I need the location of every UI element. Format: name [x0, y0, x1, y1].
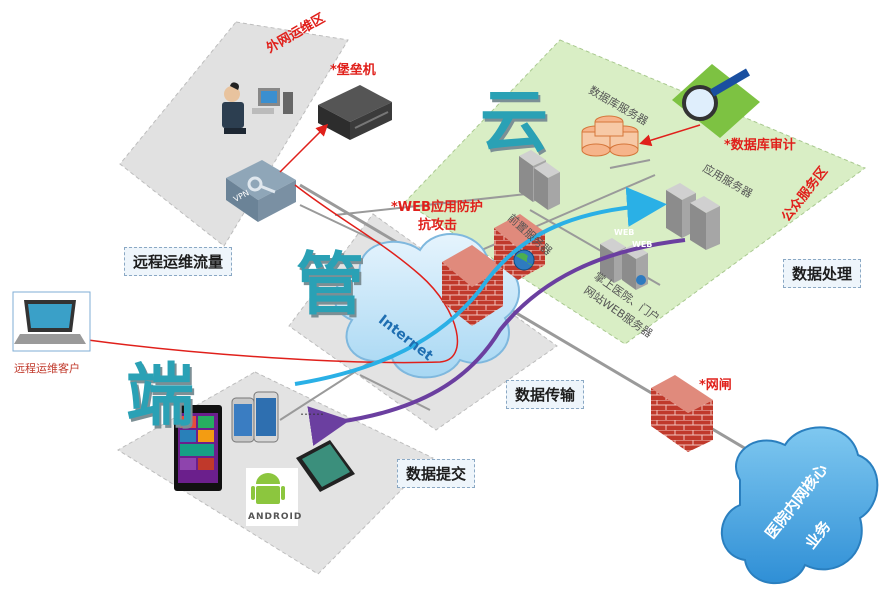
pipe-character: 管	[296, 246, 365, 325]
data-submit-callout: 数据提交	[397, 459, 476, 488]
waf-label-line2: 抗攻击	[418, 218, 458, 233]
front-server-icon	[519, 150, 560, 210]
more-devices-ellipsis: ……	[300, 404, 324, 418]
db-audit-label: *数据库审计	[724, 138, 796, 153]
remote-ops-flow-line	[87, 184, 459, 364]
gatekeeper-firewall-icon	[651, 375, 713, 452]
cloud-character: 云	[480, 83, 549, 162]
vpn-device-icon	[226, 160, 296, 222]
data-transfer-callout: 数据传输	[506, 380, 585, 409]
remote-client-laptop-icon	[12, 291, 91, 352]
windows-phone-icon	[174, 405, 222, 491]
core-network-cloud	[720, 426, 879, 585]
backbone-line	[334, 191, 546, 216]
data-processing-callout: 数据处理	[783, 259, 862, 288]
audit-arrow	[639, 124, 701, 147]
waf-label-line1: *WEB应用防护	[391, 200, 483, 215]
db-audit-magnifier-icon	[672, 64, 760, 138]
remote-ops-traffic-callout: 远程运维流量	[124, 247, 233, 276]
iphone-icon	[231, 391, 279, 443]
end-character: 端	[126, 357, 195, 436]
backbone-line	[609, 159, 651, 169]
database-icon	[581, 115, 639, 157]
android-icon	[246, 468, 298, 526]
bastion-label: *堡垒机	[330, 63, 376, 78]
bastion-access-arrow	[279, 123, 329, 173]
app-server-icon	[666, 183, 720, 250]
data-upload-flow-arrow	[294, 186, 667, 386]
bastion-host-icon	[318, 85, 392, 140]
android-label: ANDROID	[248, 512, 303, 522]
operator-person-icon	[222, 82, 293, 134]
gatekeeper-label: *网闸	[699, 378, 732, 393]
web-badge: WEB	[632, 240, 653, 249]
web-badge: WEB	[614, 228, 635, 237]
backbone-line	[359, 374, 431, 411]
remote-client-label: 远程运维客户	[14, 362, 80, 375]
data-return-flow-arrow	[307, 238, 686, 446]
tablet-icon	[296, 440, 355, 492]
